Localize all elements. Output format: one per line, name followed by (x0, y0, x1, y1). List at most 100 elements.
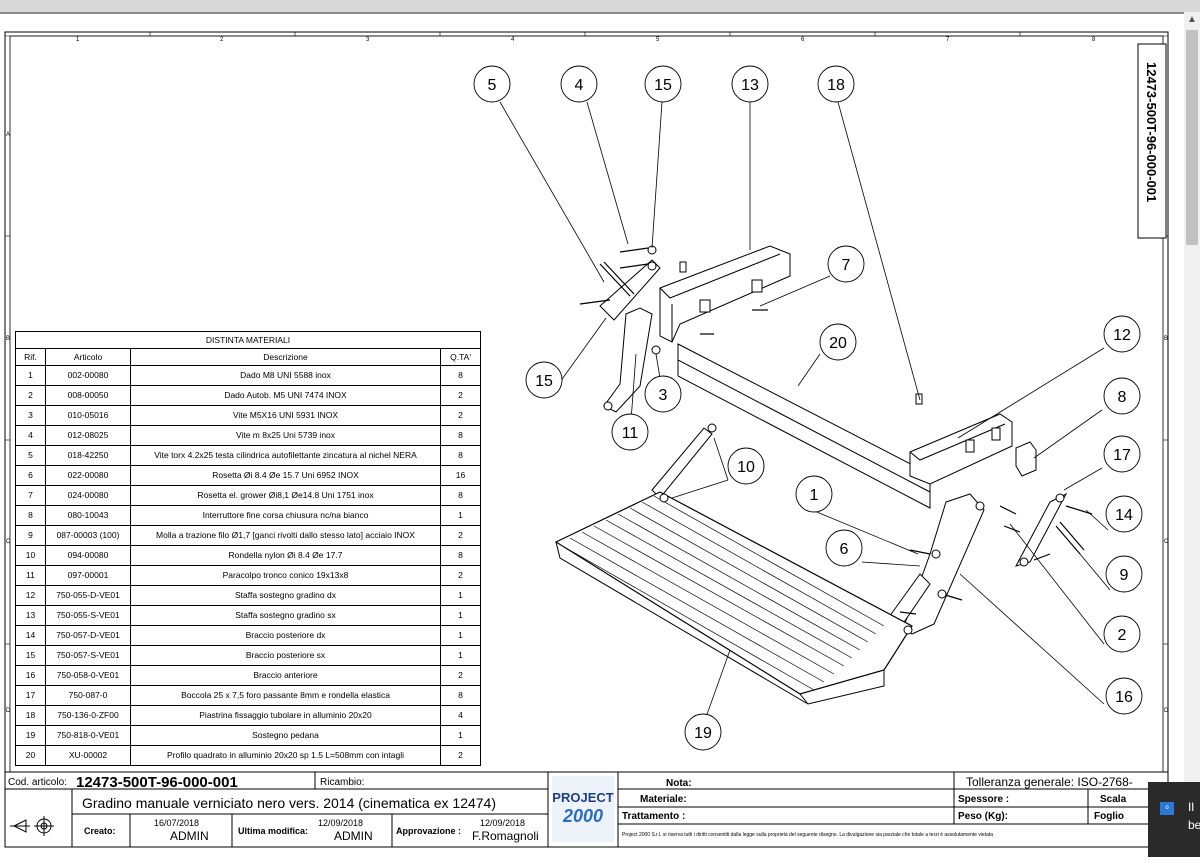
bom-cell: 17 (15, 685, 46, 706)
svg-text:6: 6 (840, 541, 849, 558)
balloon-17: 17 (1103, 435, 1141, 473)
bom-header-cell: Q.TA' (439, 348, 482, 366)
grid-label: 7 (946, 37, 950, 43)
bom-cell: Rosetta Øi 8.4 Øe 15.7 Uni 6952 INOX (130, 465, 441, 486)
balloon-15-top: 15 (644, 65, 682, 103)
bom-cell: 2 (15, 385, 46, 406)
balloon-4: 4 (560, 65, 598, 103)
bom-cell: 2 (439, 405, 482, 426)
foglio-label: Foglio (1094, 811, 1124, 822)
creato-date: 16/07/2018 (154, 818, 199, 828)
grid-label: A (6, 132, 10, 138)
balloon-6: 6 (825, 529, 863, 567)
balloon-18: 18 (817, 65, 855, 103)
bom-cell: Dado M8 UNI 5588 inox (130, 365, 441, 386)
balloon-8: 8 (1103, 377, 1141, 415)
bom-cell: Staffa sostegno gradino sx (130, 605, 441, 626)
bom-cell: 012-08025 (45, 425, 131, 446)
bom-cell: 2 (439, 565, 482, 586)
bom-cell: 080-10043 (45, 505, 131, 526)
svg-text:2000: 2000 (562, 806, 603, 826)
bom-cell: 19 (15, 725, 46, 746)
svg-text:7: 7 (842, 257, 851, 274)
bom-header-cell: Descrizione (130, 348, 441, 366)
balloon-3: 3 (644, 375, 682, 413)
bom-cell: 20 (15, 745, 46, 766)
bom-cell: Vite M5X16 UNI 5931 INOX (130, 405, 441, 426)
balloon-12: 12 (1103, 315, 1141, 353)
project-2000-logo: PROJECT 2000 (552, 776, 614, 842)
svg-text:1: 1 (810, 487, 819, 504)
bom-cell: 1 (439, 605, 482, 626)
balloon-14: 14 (1105, 495, 1143, 533)
svg-text:PROJECT: PROJECT (552, 790, 613, 805)
grid-label: 4 (511, 37, 515, 43)
vertical-scrollbar[interactable]: ▲ (1184, 12, 1200, 857)
grid-column-labels: 1 2 3 4 5 6 7 8 (76, 37, 1096, 43)
bom-cell: 7 (15, 485, 46, 506)
bom-cell: 8 (439, 485, 482, 506)
bom-cell: 3 (15, 405, 46, 426)
outlook-icon: o (1160, 802, 1174, 815)
bom-cell: 750-055-S-VE01 (45, 605, 131, 626)
peso-label: Peso (Kg): (958, 811, 1008, 822)
bom-cell: 16 (15, 665, 46, 686)
balloon-20: 20 (819, 323, 857, 361)
notification-popup[interactable]: o Il be (1148, 782, 1200, 857)
bom-cell: Boccola 25 x 7,5 foro passante 8mm e ron… (130, 685, 441, 706)
disclaimer-text: Project 2000 S.r.l. si riserva tutti i d… (622, 832, 993, 838)
bom-cell: 18 (15, 705, 46, 726)
cod-label: Cod. articolo: (8, 777, 67, 788)
bom-cell: 8 (439, 365, 482, 386)
bom-cell: 008-00050 (45, 385, 131, 406)
scroll-up-arrow-icon[interactable]: ▲ (1187, 14, 1197, 25)
bom-cell: Braccio posteriore dx (130, 625, 441, 646)
spessore-label: Spessore : (958, 794, 1009, 805)
balloon-16: 16 (1105, 677, 1143, 715)
notification-line-2: be (1188, 818, 1200, 832)
bill-of-materials-table: DISTINTA MATERIALI Rif. Articolo Descriz… (14, 331, 482, 766)
bom-cell: Interruttore fine corsa chiusura nc/na b… (130, 505, 441, 526)
bom-cell: Dado Autob. M5 UNI 7474 INOX (130, 385, 441, 406)
svg-text:9: 9 (1120, 567, 1129, 584)
bom-cell: 2 (439, 525, 482, 546)
bom-cell: 1 (15, 365, 46, 386)
bom-cell: 1 (439, 645, 482, 666)
bom-cell: 750-818-0-VE01 (45, 725, 131, 746)
bom-cell: 2 (439, 385, 482, 406)
notification-line-1: Il (1188, 800, 1194, 814)
grid-label: C (1164, 539, 1169, 545)
projection-symbol-icon (10, 816, 54, 836)
grid-label: C (6, 539, 11, 545)
bom-cell: 002-00080 (45, 365, 131, 386)
materiale-label: Materiale: (640, 794, 687, 805)
bom-cell: 1 (439, 625, 482, 646)
scrollbar-thumb[interactable] (1186, 30, 1198, 245)
nota-label: Nota: (666, 778, 692, 789)
bom-cell: 094-00080 (45, 545, 131, 566)
bom-cell: Braccio anteriore (130, 665, 441, 686)
bom-cell: 4 (15, 425, 46, 446)
trattamento-label: Trattamento : (622, 811, 685, 822)
bom-cell: Braccio posteriore sx (130, 645, 441, 666)
bom-cell: 11 (15, 565, 46, 586)
svg-text:19: 19 (694, 725, 712, 742)
grid-label: 2 (220, 37, 224, 43)
svg-text:10: 10 (737, 459, 755, 476)
balloon-10: 10 (727, 447, 765, 485)
bom-cell: 10 (15, 545, 46, 566)
bom-title: DISTINTA MATERIALI (14, 331, 482, 349)
balloon-13: 13 (731, 65, 769, 103)
drawing-description: Gradino manuale verniciato nero vers. 20… (82, 795, 496, 811)
svg-text:3: 3 (659, 387, 668, 404)
bom-cell: 022-00080 (45, 465, 131, 486)
bom-cell: 9 (15, 525, 46, 546)
bom-cell: 12 (15, 585, 46, 606)
